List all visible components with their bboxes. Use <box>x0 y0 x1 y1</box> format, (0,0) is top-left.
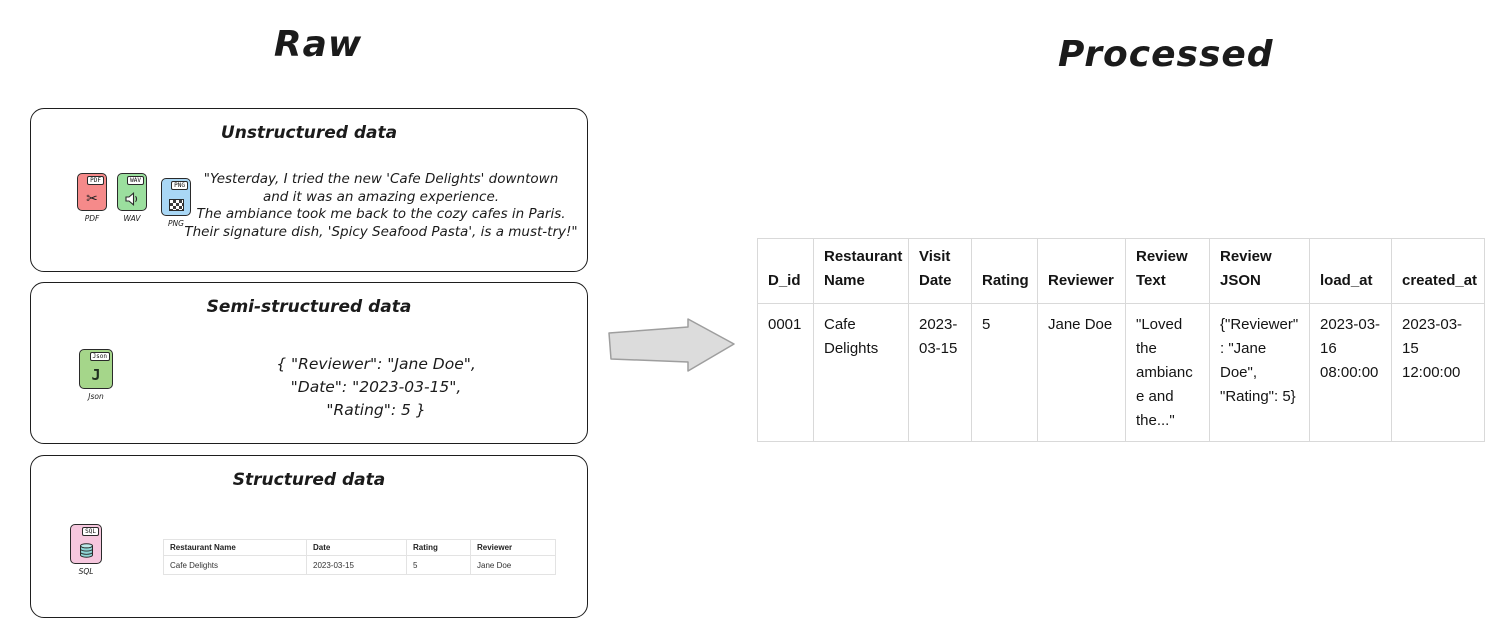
unstructured-box-title: Unstructured data <box>220 123 398 143</box>
header-cell-reviewer: Reviewer <box>1037 238 1126 304</box>
review-text-line: Their signature dish, 'Spicy Seafood Pas… <box>184 223 578 240</box>
mini-data-cell: 2023-03-15 <box>306 555 407 575</box>
json-snippet-line: "Date": "2023-03-15", <box>290 378 462 396</box>
unstructured-data-box: Unstructured data PDF ✂ PDF WAV WAV PNG <box>30 108 588 272</box>
mini-data-cell: 5 <box>406 555 471 575</box>
json-snippet-line: "Rating": 5 } <box>326 401 426 419</box>
header-cell-created-at: created_at <box>1391 238 1485 304</box>
wav-file-icon: WAV <box>117 173 147 211</box>
data-cell-review-json: {"Reviewer": "Jane Doe", "Rating": 5} <box>1209 303 1310 442</box>
header-cell-review-text: Review Text <box>1125 238 1210 304</box>
processed-table: D_id Restaurant Name Visit Date Rating R… <box>757 238 1485 442</box>
pdf-chip-label: PDF <box>87 176 104 185</box>
png-file: PNG PNG <box>155 178 197 228</box>
unstructured-text: "Yesterday, I tried the new 'Cafe Deligh… <box>181 171 581 241</box>
png-file-icon: PNG <box>161 178 191 216</box>
mini-header-cell: Rating <box>406 539 471 556</box>
data-cell-rating: 5 <box>971 303 1038 442</box>
data-cell-reviewer: Jane Doe <box>1037 303 1126 442</box>
mini-header-cell: Restaurant Name <box>163 539 307 556</box>
mini-table-row: Cafe Delights 2023-03-15 5 Jane Doe <box>163 555 556 575</box>
json-caption: Json <box>88 392 104 401</box>
processed-section-title: Processed <box>1058 34 1274 75</box>
flow-arrow-icon <box>608 318 735 372</box>
header-cell-load-at: load_at <box>1309 238 1392 304</box>
scissors-icon: ✂ <box>86 190 98 206</box>
processed-table-header-row: D_id Restaurant Name Visit Date Rating R… <box>757 238 1485 304</box>
structured-data-box: Structured data SQL SQL Restaurant Name … <box>30 455 588 618</box>
header-cell-visit-date: Visit Date <box>908 238 972 304</box>
sql-file-icon: SQL <box>70 524 102 564</box>
header-cell-restaurant-name: Restaurant Name <box>813 238 909 304</box>
pdf-file: PDF ✂ PDF <box>71 173 113 223</box>
wav-file: WAV WAV <box>111 173 153 223</box>
sql-file: SQL SQL <box>65 524 107 576</box>
data-cell-load-at: 2023-03-16 08:00:00 <box>1309 303 1392 442</box>
mini-header-cell: Date <box>306 539 407 556</box>
header-cell-review-json: Review JSON <box>1209 238 1310 304</box>
data-cell-restaurant-name: Cafe Delights <box>813 303 909 442</box>
json-file: Json J Json <box>75 349 117 401</box>
speaker-icon <box>124 192 137 206</box>
pdf-file-icon: PDF ✂ <box>77 173 107 211</box>
json-chip-label: Json <box>89 352 110 361</box>
review-text-line: The ambiance took me back to the cozy ca… <box>196 206 566 222</box>
data-cell-visit-date: 2023-03-15 <box>908 303 972 442</box>
wav-caption: WAV <box>123 214 141 223</box>
data-cell-created-at: 2023-03-15 12:00:00 <box>1391 303 1485 442</box>
mini-data-cell: Cafe Delights <box>163 555 307 575</box>
mini-data-cell: Jane Doe <box>470 555 556 575</box>
json-snippet-line: { "Reviewer": "Jane Doe", <box>276 355 476 373</box>
header-cell-rating: Rating <box>971 238 1038 304</box>
sql-caption: SQL <box>78 567 94 576</box>
database-icon <box>79 543 93 558</box>
json-letter-icon: J <box>91 366 101 384</box>
header-cell-d-id: D_id <box>757 238 814 304</box>
wav-chip-label: WAV <box>127 176 144 185</box>
review-text-line: and it was an amazing experience. <box>262 188 500 205</box>
processed-table-row: 0001 Cafe Delights 2023-03-15 5 Jane Doe… <box>757 303 1485 442</box>
mini-header-cell: Reviewer <box>470 539 556 556</box>
png-chip-label: PNG <box>171 181 188 190</box>
mini-table-header-row: Restaurant Name Date Rating Reviewer <box>163 539 556 556</box>
image-checker-icon <box>168 199 184 211</box>
pdf-caption: PDF <box>84 214 100 223</box>
structured-box-title: Structured data <box>232 470 386 490</box>
sql-chip-label: SQL <box>82 527 99 536</box>
semi-structured-data-box: Semi-structured data Json J Json { "Revi… <box>30 282 588 444</box>
json-file-icon: Json J <box>79 349 113 389</box>
png-caption: PNG <box>168 219 184 228</box>
review-text-line: "Yesterday, I tried the new 'Cafe Deligh… <box>203 171 559 187</box>
structured-mini-table: Restaurant Name Date Rating Reviewer Caf… <box>163 539 556 575</box>
raw-section-title: Raw <box>273 24 363 65</box>
json-snippet-text: { "Reviewer": "Jane Doe", "Date": "2023-… <box>211 353 541 422</box>
data-cell-d-id: 0001 <box>757 303 814 442</box>
semi-structured-box-title: Semi-structured data <box>206 297 412 317</box>
data-cell-review-text: "Loved the ambiance and the..." <box>1125 303 1210 442</box>
